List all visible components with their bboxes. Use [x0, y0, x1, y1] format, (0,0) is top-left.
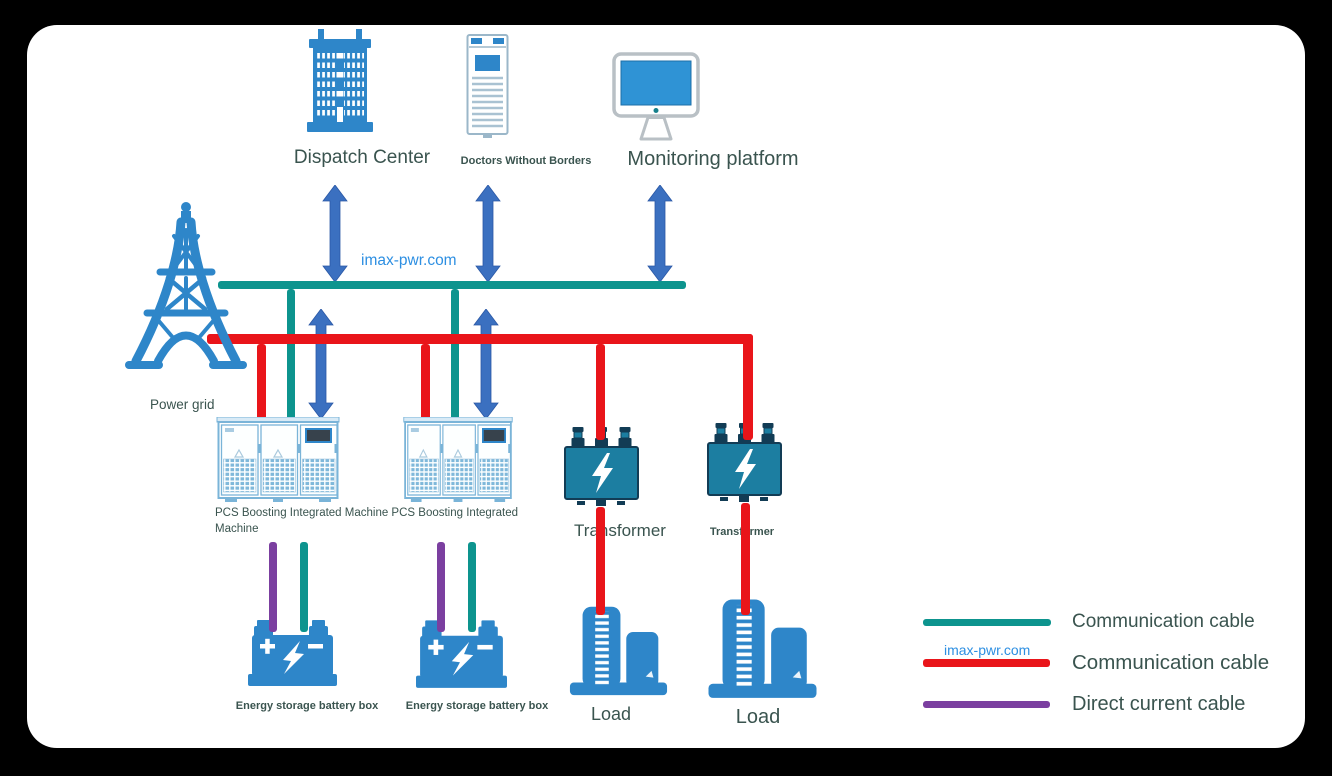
- power-drop-cable: [596, 344, 605, 440]
- dc-cable: [437, 542, 445, 632]
- power-drop-cable: [421, 344, 430, 420]
- server-cabinet-label: Doctors Without Borders: [460, 155, 592, 167]
- power-drop-cable: [741, 503, 750, 615]
- power-drop-cable: [257, 344, 266, 420]
- power-drop-cable: [743, 334, 753, 440]
- data-flow-arrow-icon: [322, 185, 348, 282]
- communication-drop-cable: [451, 289, 459, 420]
- communication-drop-cable: [300, 542, 308, 632]
- server-cabinet-icon: [466, 32, 509, 139]
- power-grid-label: Power grid: [150, 397, 215, 412]
- battery-label: Energy storage battery box: [405, 700, 549, 712]
- power-bus-cable: [207, 334, 753, 344]
- data-flow-arrow-icon: [308, 309, 334, 419]
- legend-power-cable-swatch: [923, 659, 1050, 667]
- dc-cable: [269, 542, 277, 632]
- monitor-icon: [611, 51, 701, 144]
- diagram-card: [27, 25, 1305, 748]
- communication-drop-cable: [468, 542, 476, 632]
- data-flow-arrow-icon: [473, 309, 499, 419]
- legend-dc-cable-label: Direct current cable: [1072, 693, 1246, 715]
- legend-dc-cable-swatch: [923, 701, 1050, 708]
- pcs-label: PCS Boosting Integrated Machine PCS Boos…: [215, 507, 519, 535]
- data-flow-arrow-icon: [475, 185, 501, 282]
- battery-icon: [248, 607, 337, 688]
- legend-communication-cable-swatch: [923, 619, 1051, 626]
- load-label: Load: [590, 704, 632, 724]
- load-building-icon: [568, 599, 669, 698]
- battery-icon: [416, 607, 507, 690]
- communication-bus-cable: [218, 281, 686, 289]
- watermark-legend: imax-pwr.com: [944, 642, 1031, 658]
- dispatch-center-label: Dispatch Center: [293, 147, 431, 168]
- power-drop-cable: [596, 507, 605, 615]
- dispatch-center-building-icon: [306, 29, 374, 132]
- monitoring-platform-label: Monitoring platform: [627, 148, 799, 170]
- pcs-cabinet-icon: [214, 417, 342, 503]
- transmission-tower-icon: [125, 200, 247, 375]
- communication-drop-cable: [287, 289, 295, 420]
- legend-communication-cable-label: Communication cable: [1072, 611, 1255, 632]
- battery-label: Energy storage battery box: [235, 700, 379, 712]
- load-building-icon: [703, 592, 822, 700]
- legend-power-cable-label: Communication cable: [1072, 651, 1270, 674]
- load-label: Load: [735, 706, 781, 728]
- watermark-top: imax-pwr.com: [361, 252, 457, 269]
- transformer-label: Transformer: [574, 521, 666, 540]
- pcs-cabinet-icon: [402, 417, 514, 503]
- data-flow-arrow-icon: [647, 185, 673, 282]
